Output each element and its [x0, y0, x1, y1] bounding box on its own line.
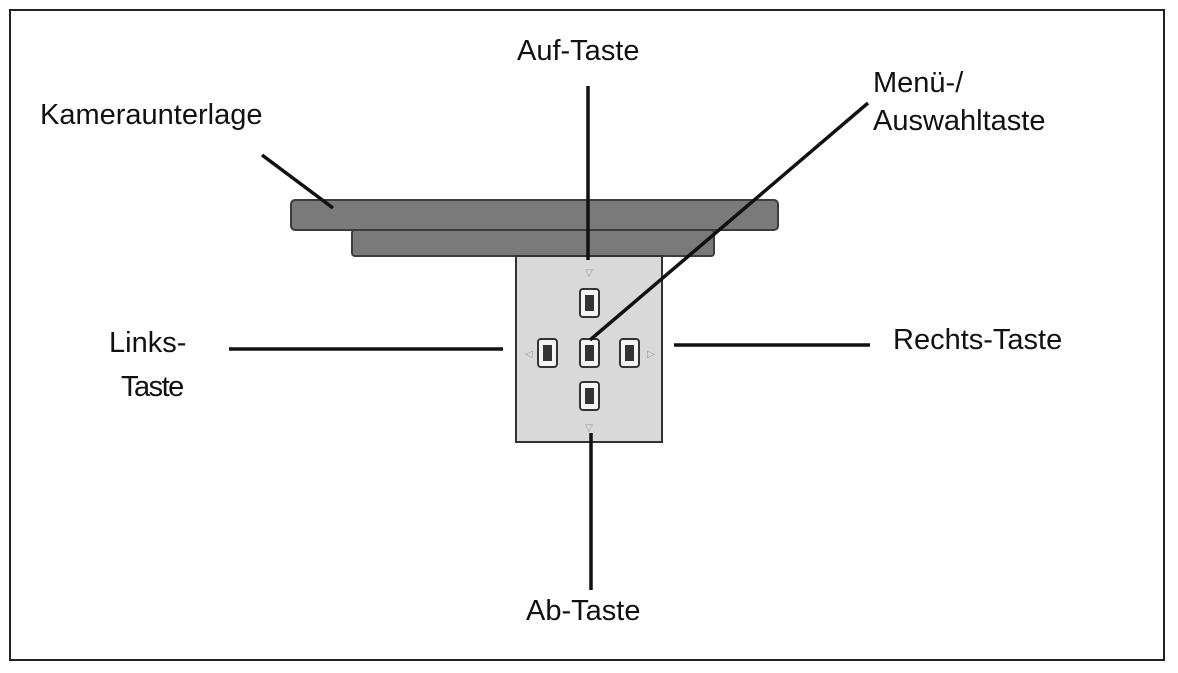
label-menu-line2: Auswahltaste [873, 105, 1046, 137]
label-down-button: Ab-Taste [526, 595, 641, 627]
mount-plate-top [290, 199, 779, 231]
label-camera-mount: Kameraunterlage [40, 99, 263, 131]
right-button [619, 338, 640, 368]
label-left-line2: Taste [121, 371, 184, 403]
right-arrow-mark: ▷ [647, 349, 655, 360]
down-button [579, 381, 600, 411]
left-button [537, 338, 558, 368]
down-arrow-mark: ▽ [585, 423, 593, 434]
left-arrow-mark: ◁ [525, 349, 533, 360]
leader-menu [588, 101, 870, 342]
leader-mount [260, 153, 335, 210]
up-button [579, 288, 600, 318]
label-right-button: Rechts-Taste [893, 324, 1063, 356]
up-arrow-mark: ▽ [585, 268, 593, 279]
mount-plate-lower [351, 229, 715, 257]
label-up-button: Auf-Taste [517, 35, 640, 67]
label-menu-line1: Menü-/ [873, 67, 964, 99]
label-left-line1: Links- [109, 327, 187, 359]
menu-select-button [579, 338, 600, 368]
